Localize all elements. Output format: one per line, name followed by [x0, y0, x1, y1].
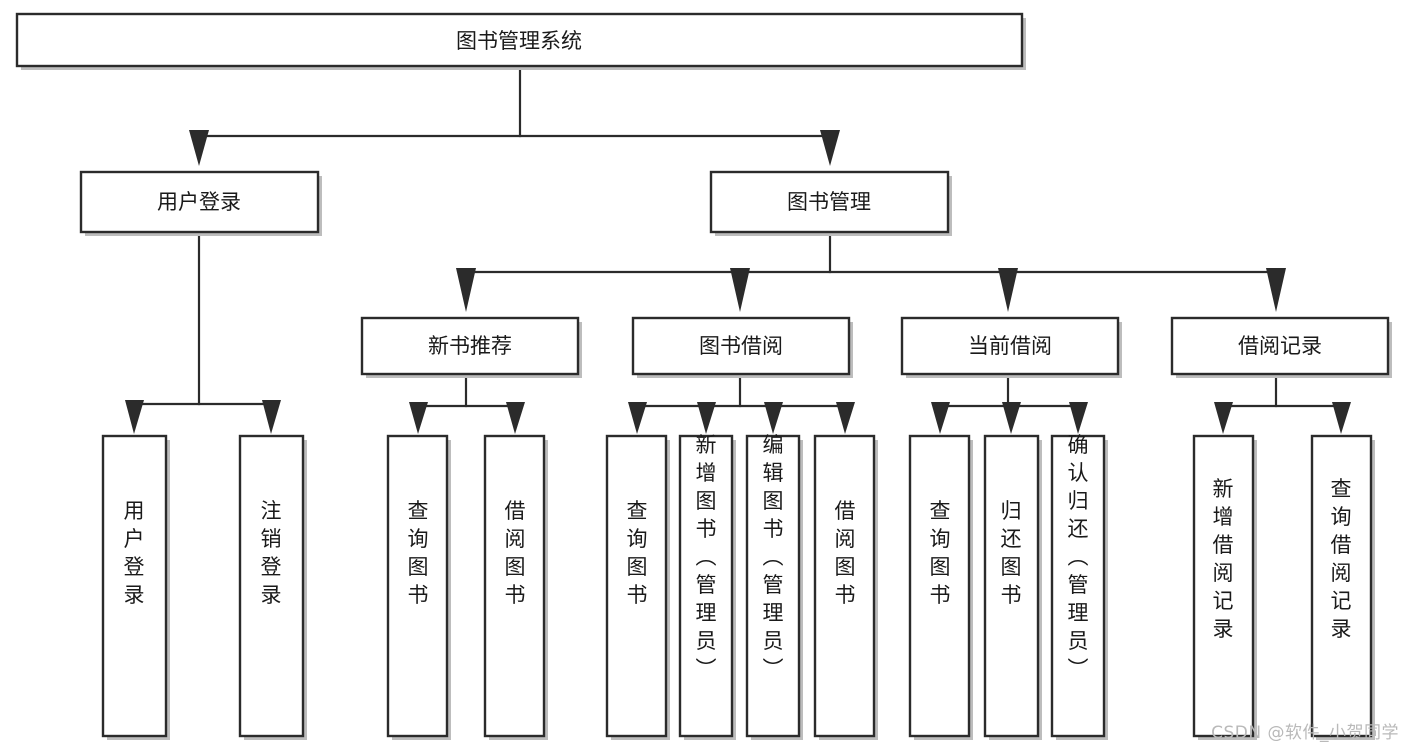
leaf-confirm-return-label: 确认归还︵管理员︶ — [1068, 433, 1089, 681]
leaf-query-book-1-box[interactable] — [386, 434, 449, 738]
leaf-add-book-label: 新增图书︵管理员︶ — [696, 433, 717, 681]
leaf-borrow-book-2-label: 借阅图书 — [835, 499, 856, 607]
arrowhead-group — [125, 130, 1351, 434]
arrowhead-leaf-logout — [262, 400, 281, 434]
node-borrow-record[interactable]: 借阅记录 — [1170, 316, 1392, 378]
borrow-record-box[interactable] — [1170, 316, 1390, 376]
arrowhead-borrow-record — [1266, 268, 1286, 312]
leaf-borrow-book-1-label: 借阅图书 — [505, 499, 526, 607]
leaf-edit-book-box[interactable] — [745, 434, 801, 738]
borrow-record-label: 借阅记录 — [1238, 334, 1322, 358]
arrowhead-leaf-edit-book — [764, 402, 783, 434]
arrowhead-leaf-query-book-3 — [931, 402, 950, 434]
root-label: 图书管理系统 — [456, 29, 582, 53]
node-leaf-confirm-return[interactable]: 确认归还︵管理员︶ — [1050, 433, 1108, 740]
leaf-query-book-3-label: 查询图书 — [930, 499, 951, 607]
leaf-borrow-book-2-box[interactable] — [813, 434, 876, 738]
node-leaf-user-login[interactable]: 用户登录 — [101, 434, 170, 740]
arrowhead-leaf-query-book-1 — [409, 402, 428, 434]
node-user-login[interactable]: 用户登录 — [79, 170, 322, 236]
current-borrow-label: 当前借阅 — [968, 334, 1052, 358]
node-current-borrow[interactable]: 当前借阅 — [900, 316, 1122, 378]
node-leaf-query-record[interactable]: 查询借阅记录 — [1310, 434, 1375, 740]
node-book-manage[interactable]: 图书管理 — [709, 170, 952, 236]
node-leaf-query-book-1[interactable]: 查询图书 — [386, 434, 451, 740]
node-leaf-query-book-2[interactable]: 查询图书 — [605, 434, 670, 740]
leaf-user-login-label: 用户登录 — [124, 499, 145, 607]
book-borrow-box[interactable] — [631, 316, 851, 376]
leaf-user-login-box[interactable] — [101, 434, 168, 738]
csdn-watermark: CSDN @软件_小贺同学 — [1211, 723, 1399, 743]
arrowhead-leaf-return-book — [1002, 402, 1021, 434]
root-box[interactable] — [15, 12, 1024, 68]
node-root[interactable]: 图书管理系统 — [15, 12, 1026, 70]
user-login-label: 用户登录 — [157, 190, 241, 214]
leaf-query-book-3-box[interactable] — [908, 434, 971, 738]
leaf-query-book-2-box[interactable] — [605, 434, 668, 738]
arrowhead-leaf-borrow-book-1 — [506, 402, 525, 434]
current-borrow-box[interactable] — [900, 316, 1120, 376]
arrowhead-current-borrow — [998, 268, 1018, 312]
node-leaf-logout[interactable]: 注销登录 — [238, 434, 307, 740]
arrowhead-leaf-add-record — [1214, 402, 1233, 434]
leaf-add-record-label: 新增借阅记录 — [1213, 477, 1234, 641]
leaf-add-book-box[interactable] — [678, 434, 734, 738]
node-leaf-add-record[interactable]: 新增借阅记录 — [1192, 434, 1257, 740]
user-login-box[interactable] — [79, 170, 320, 234]
arrowhead-book-borrow — [730, 268, 750, 312]
leaf-query-book-2-label: 查询图书 — [627, 499, 648, 607]
arrowhead-leaf-query-book-2 — [628, 402, 647, 434]
leaf-query-record-label: 查询借阅记录 — [1331, 477, 1352, 641]
leaf-return-book-label: 归还图书 — [1001, 499, 1022, 607]
book-manage-label: 图书管理 — [787, 190, 871, 214]
leaf-query-book-1-label: 查询图书 — [408, 499, 429, 607]
arrowhead-book-manage — [820, 130, 840, 166]
new-book-recommend-label: 新书推荐 — [428, 334, 512, 358]
arrowhead-leaf-query-record — [1332, 402, 1351, 434]
leaf-add-record-box[interactable] — [1192, 434, 1255, 738]
node-leaf-return-book[interactable]: 归还图书 — [983, 434, 1042, 740]
book-manage-box[interactable] — [709, 170, 950, 234]
arrowhead-leaf-borrow-book-2 — [836, 402, 855, 434]
arrowhead-user-login — [189, 130, 209, 166]
arrowhead-leaf-add-book — [697, 402, 716, 434]
node-leaf-query-book-3[interactable]: 查询图书 — [908, 434, 973, 740]
leaf-edit-book-label: 编辑图书︵管理员︶ — [763, 433, 784, 681]
node-leaf-borrow-book-1[interactable]: 借阅图书 — [483, 434, 548, 740]
node-leaf-edit-book[interactable]: 编辑图书︵管理员︶ — [745, 433, 803, 740]
leaf-return-book-box[interactable] — [983, 434, 1040, 738]
leaf-node-group: 用户登录 注销登录 查询图书 借阅图书 查询图书 — [101, 433, 1375, 740]
leaf-logout-box[interactable] — [238, 434, 305, 738]
node-leaf-borrow-book-2[interactable]: 借阅图书 — [813, 434, 878, 740]
arrowhead-new-book — [456, 268, 476, 312]
leaf-query-record-box[interactable] — [1310, 434, 1373, 738]
arrowhead-leaf-user-login — [125, 400, 144, 434]
book-borrow-label: 图书借阅 — [699, 334, 783, 358]
arrowhead-leaf-confirm-return — [1069, 402, 1088, 434]
node-leaf-add-book[interactable]: 新增图书︵管理员︶ — [678, 433, 736, 740]
leaf-borrow-book-1-box[interactable] — [483, 434, 546, 738]
new-book-recommend-box[interactable] — [360, 316, 580, 376]
leaf-logout-label: 注销登录 — [261, 499, 282, 607]
node-new-book-recommend[interactable]: 新书推荐 — [360, 316, 582, 378]
leaf-confirm-return-box[interactable] — [1050, 434, 1106, 738]
node-book-borrow[interactable]: 图书借阅 — [631, 316, 853, 378]
